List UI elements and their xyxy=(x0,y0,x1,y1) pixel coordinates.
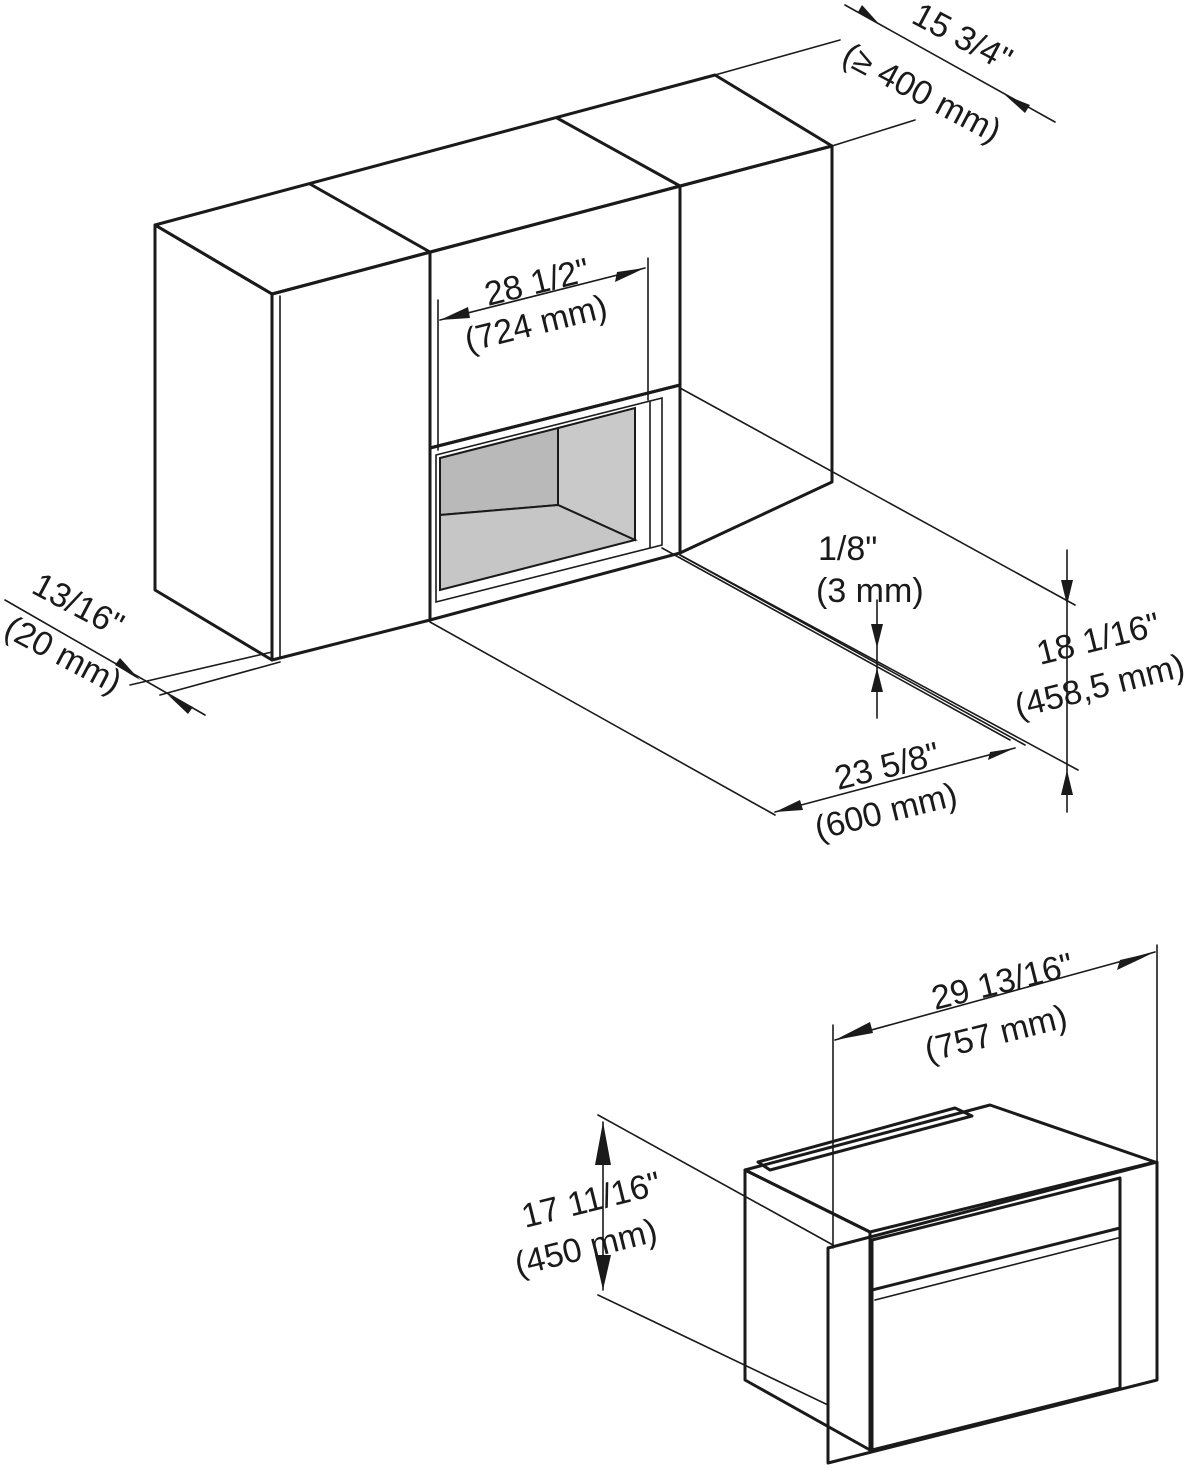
depth-ext-2 xyxy=(831,119,916,147)
app-height-ext-top xyxy=(597,1114,834,1246)
niche-width-arrow-left xyxy=(440,307,470,320)
niche-depth-dim-line xyxy=(774,747,1016,813)
niche-depth-metric: (600 mm) xyxy=(811,776,961,848)
depth-ext-1 xyxy=(714,39,841,76)
depth-arrow-2 xyxy=(1005,95,1030,113)
top-seam-right xyxy=(555,116,682,188)
app-width-dim-line xyxy=(834,951,1156,1041)
appliance-top-lid xyxy=(756,1106,974,1172)
height-arrow-1 xyxy=(1061,580,1073,605)
thick-dim-line xyxy=(4,599,206,716)
height-arrow-2 xyxy=(1061,770,1073,795)
gap-imperial: 1/8" xyxy=(818,530,877,568)
cabinet-assembly xyxy=(153,73,834,662)
control-strip xyxy=(870,1226,1122,1292)
gap-metric: (3 mm) xyxy=(816,572,924,610)
niche-width-dim-line xyxy=(439,267,646,321)
niche-floor xyxy=(439,503,638,592)
depth-arrow-1 xyxy=(858,5,880,25)
niche-trim xyxy=(435,396,663,604)
depth-bottom-ext-3 xyxy=(661,547,1011,741)
top-seam-left xyxy=(308,182,432,254)
height-ext-2 xyxy=(679,554,1079,771)
depth-bottom-ext-1 xyxy=(429,621,776,816)
niche-depth-arrow-1 xyxy=(775,800,803,812)
cabinet-top-face xyxy=(153,73,834,296)
gap-arrow-1 xyxy=(871,624,883,648)
app-height-arrow-bottom xyxy=(595,1255,611,1290)
app-height-ext-bottom xyxy=(597,1294,829,1406)
left-side-face xyxy=(153,223,274,662)
niche-trim-bottom xyxy=(429,552,681,621)
thick-arrow-1 xyxy=(115,658,140,680)
thick-arrow-2 xyxy=(168,695,193,714)
app-width-arrow-left xyxy=(835,1022,873,1040)
appliance xyxy=(743,1103,1159,1465)
cabinet-dimension-lines xyxy=(4,4,1079,816)
left-front-panel xyxy=(270,250,432,662)
appliance-left-side xyxy=(743,1168,872,1452)
appliance-top xyxy=(743,1103,1157,1234)
niche-depth-arrow-2 xyxy=(988,748,1015,760)
thick-ext xyxy=(129,651,273,686)
niche-width-arrow-right xyxy=(615,268,645,282)
app-height-arrow-top xyxy=(595,1122,611,1165)
appliance-dimension-lines xyxy=(595,944,1158,1406)
appliance-front-panel xyxy=(870,1176,1122,1452)
appliance-front-frame xyxy=(826,1160,1159,1465)
app-width-arrow-right xyxy=(1117,952,1155,970)
door-line xyxy=(874,1237,1119,1301)
dimension-labels: 15 3/4" (≥ 400 mm) 28 1/2" (724 mm) 13/1… xyxy=(0,0,1189,1284)
cabinet-depth-imperial: 15 3/4" xyxy=(906,0,1018,79)
right-front-panel xyxy=(678,144,834,555)
thick-ext-2 xyxy=(159,661,281,696)
gap-arrow-2 xyxy=(871,668,883,692)
height-ext-1 xyxy=(679,387,1076,606)
